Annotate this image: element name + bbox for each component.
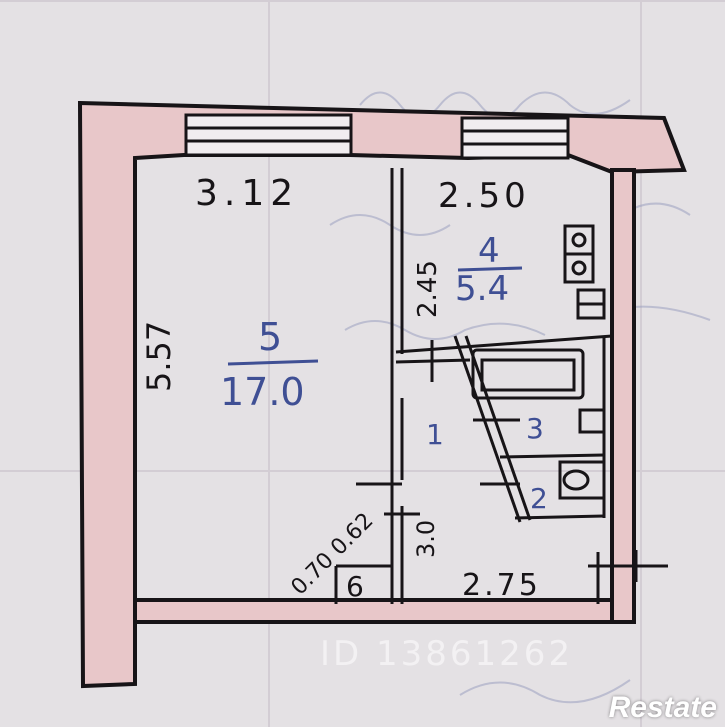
bathtub bbox=[471, 348, 585, 400]
partition-walls bbox=[334, 168, 613, 604]
grid-line bbox=[0, 0, 725, 2]
kitchen-width: 2.50 bbox=[438, 176, 530, 216]
kitchen-number: 4 bbox=[478, 231, 500, 271]
id-watermark: ID 13861262 bbox=[320, 634, 574, 674]
kitchen-sink bbox=[576, 288, 606, 320]
kitchen-stove bbox=[563, 224, 595, 284]
main-room-width: 3.12 bbox=[195, 173, 299, 214]
kitchen-length: 2.45 bbox=[413, 260, 443, 318]
grid-line bbox=[640, 0, 642, 727]
main-room-area: 17.0 bbox=[220, 370, 305, 414]
hall-label: 1 bbox=[426, 418, 444, 451]
wc-label: 2 bbox=[530, 482, 548, 515]
hall-length-dim: 3.0 bbox=[412, 520, 440, 558]
exterior-walls bbox=[77, 100, 687, 689]
closet-label: 6 bbox=[346, 570, 364, 603]
kitchen-fraction-line bbox=[457, 266, 523, 272]
kitchen-area: 5.4 bbox=[455, 269, 509, 309]
bath-label: 3 bbox=[526, 412, 544, 445]
window-left bbox=[184, 113, 353, 157]
toilet bbox=[558, 460, 606, 500]
window-right bbox=[460, 116, 570, 160]
main-room-length: 5.57 bbox=[140, 321, 178, 392]
main-room-number: 5 bbox=[258, 315, 282, 359]
restate-logo: Restate bbox=[608, 691, 717, 724]
bottom-width-dim: 2.75 bbox=[462, 568, 541, 603]
main-room-fraction-line bbox=[227, 359, 319, 366]
grid-line bbox=[0, 470, 725, 472]
bath-sink bbox=[578, 408, 606, 434]
closet-dim: 0.70 0.62 bbox=[287, 508, 379, 600]
tick-marks bbox=[356, 340, 668, 604]
